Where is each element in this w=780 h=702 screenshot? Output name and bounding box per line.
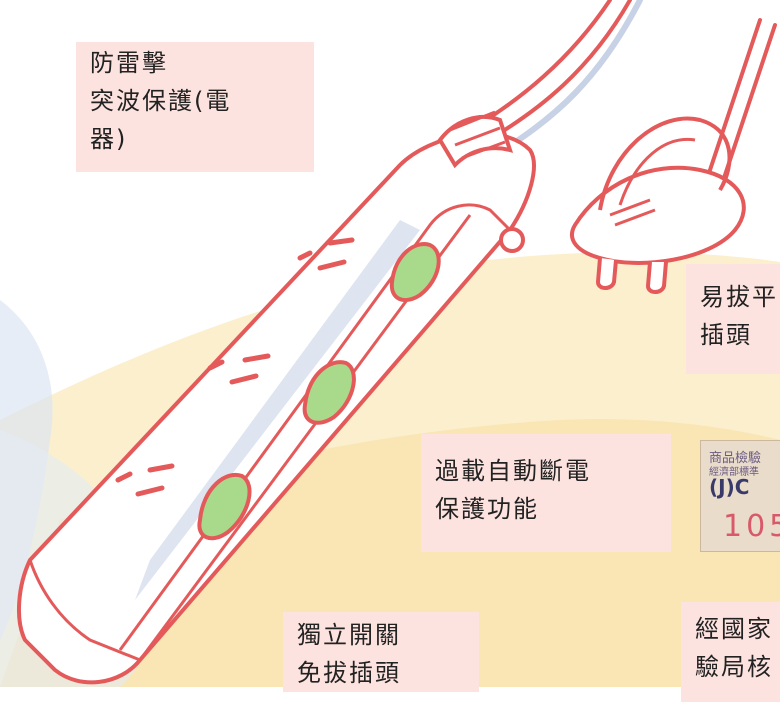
label-cert-line1: 經國家: [695, 615, 773, 643]
cert-sticker-line3: (J)C: [709, 475, 750, 499]
label-overload-protection: 過載自動斷電 保護功能: [421, 434, 671, 552]
label-certification: 經國家 驗局核: [681, 602, 780, 702]
label-overload-line2: 保護功能: [435, 495, 539, 523]
label-plug-line1: 易拔平: [700, 283, 778, 311]
label-surge-line2: 突波保護(電: [90, 87, 232, 115]
socket-3: [115, 463, 175, 497]
cert-sticker-line2: 經濟部標準: [709, 467, 759, 478]
switch-1: [389, 242, 441, 303]
label-overload-line1: 過載自動斷電: [435, 457, 591, 485]
label-switch-line2: 免拔插頭: [297, 659, 401, 687]
label-surge-protection: 防雷擊 突波保護(電 器): [76, 42, 314, 172]
socket-1: [297, 237, 355, 271]
label-cert-line2: 驗局核: [695, 653, 773, 681]
certification-sticker: 商品檢驗 經濟部標準 (J)C 105: [700, 440, 780, 552]
label-surge-line1: 防雷擊: [90, 49, 168, 77]
switch-3: [197, 472, 252, 541]
label-independent-switch: 獨立開關 免拔插頭: [283, 612, 479, 692]
power-strip-illustration: [0, 0, 780, 687]
cert-sticker-line4: 105: [723, 509, 780, 544]
label-flat-plug: 易拔平 插頭: [686, 264, 780, 374]
cert-sticker-line1: 商品檢驗: [709, 451, 762, 466]
label-plug-line2: 插頭: [700, 321, 752, 349]
socket-2: [207, 353, 271, 385]
flat-plug: [570, 116, 746, 294]
switch-2: [302, 360, 356, 425]
label-surge-line3: 器): [90, 125, 128, 153]
label-switch-line1: 獨立開關: [297, 621, 401, 649]
